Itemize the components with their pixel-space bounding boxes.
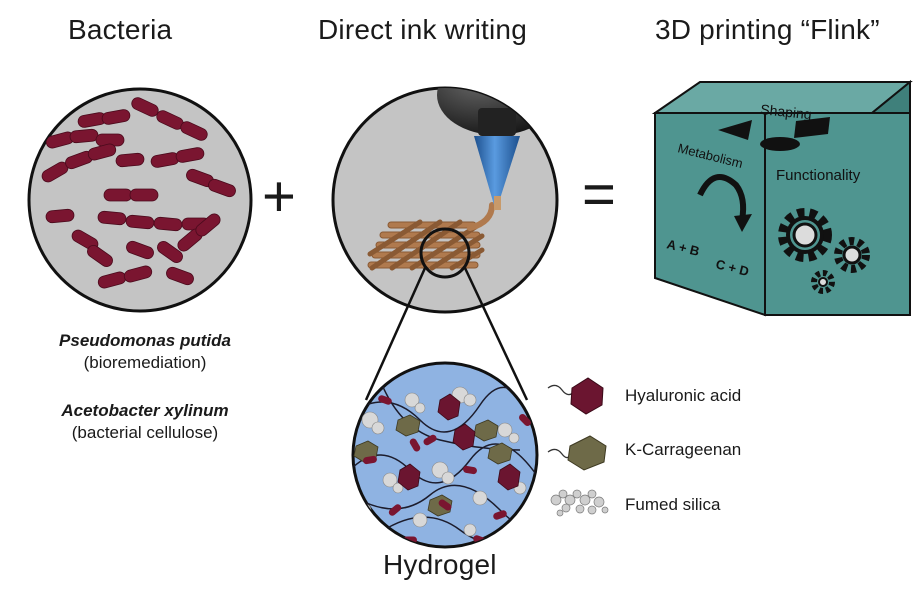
species-caption-1: Pseudomonas putida (bioremediation) — [20, 330, 270, 374]
direct-ink-writing-circle — [331, 86, 559, 314]
legend-label-carrageenan: Κ-Carrageenan — [625, 440, 742, 459]
legend-label-hyaluronic: Hyaluronic acid — [625, 386, 742, 405]
square-shape-icon — [794, 117, 830, 138]
hexagon-olive-icon — [547, 435, 607, 471]
gear-icon — [778, 208, 870, 294]
cube-top-label: Shaping — [760, 101, 813, 122]
bacteria-heading: Bacteria — [68, 14, 173, 45]
hexagon-maroon-icon — [547, 377, 604, 415]
species-caption-2: Acetobacter xylinum (bacterial cellulose… — [20, 400, 270, 444]
direct-ink-writing-heading: Direct ink writing — [318, 14, 527, 45]
zoom-line-right — [463, 267, 529, 401]
species-use: (bioremediation) — [83, 353, 207, 372]
triangle-shape-icon — [718, 120, 752, 140]
hyaluronic-particles — [397, 393, 521, 491]
cube-left-face — [654, 112, 766, 317]
legend-label-silica: Fumed silica — [625, 495, 721, 514]
hydrogel-heading: Hydrogel — [383, 549, 497, 580]
species-name: Acetobacter xylinum — [61, 401, 229, 420]
bacteria-circle — [27, 87, 253, 313]
equals-sign: = — [582, 162, 616, 227]
species-use: (bacterial cellulose) — [71, 423, 219, 442]
circle-shape-icon — [760, 137, 800, 151]
hydrogel-circle — [351, 361, 539, 549]
carrageenan-particles — [353, 414, 513, 517]
bacteria-rods — [41, 97, 236, 289]
silica-cluster-icon — [550, 489, 609, 517]
zoom-line-left — [364, 267, 427, 401]
metabolism-arrow-icon — [697, 174, 747, 221]
cube-front-label: Functionality — [776, 167, 861, 184]
species-name: Pseudomonas putida — [59, 331, 231, 350]
flink-heading: 3D printing “Flink” — [655, 14, 880, 45]
cube-front-face — [764, 112, 911, 316]
plus-sign: + — [262, 164, 296, 229]
zoom-circle — [419, 227, 471, 279]
flink-cube — [651, 79, 913, 317]
